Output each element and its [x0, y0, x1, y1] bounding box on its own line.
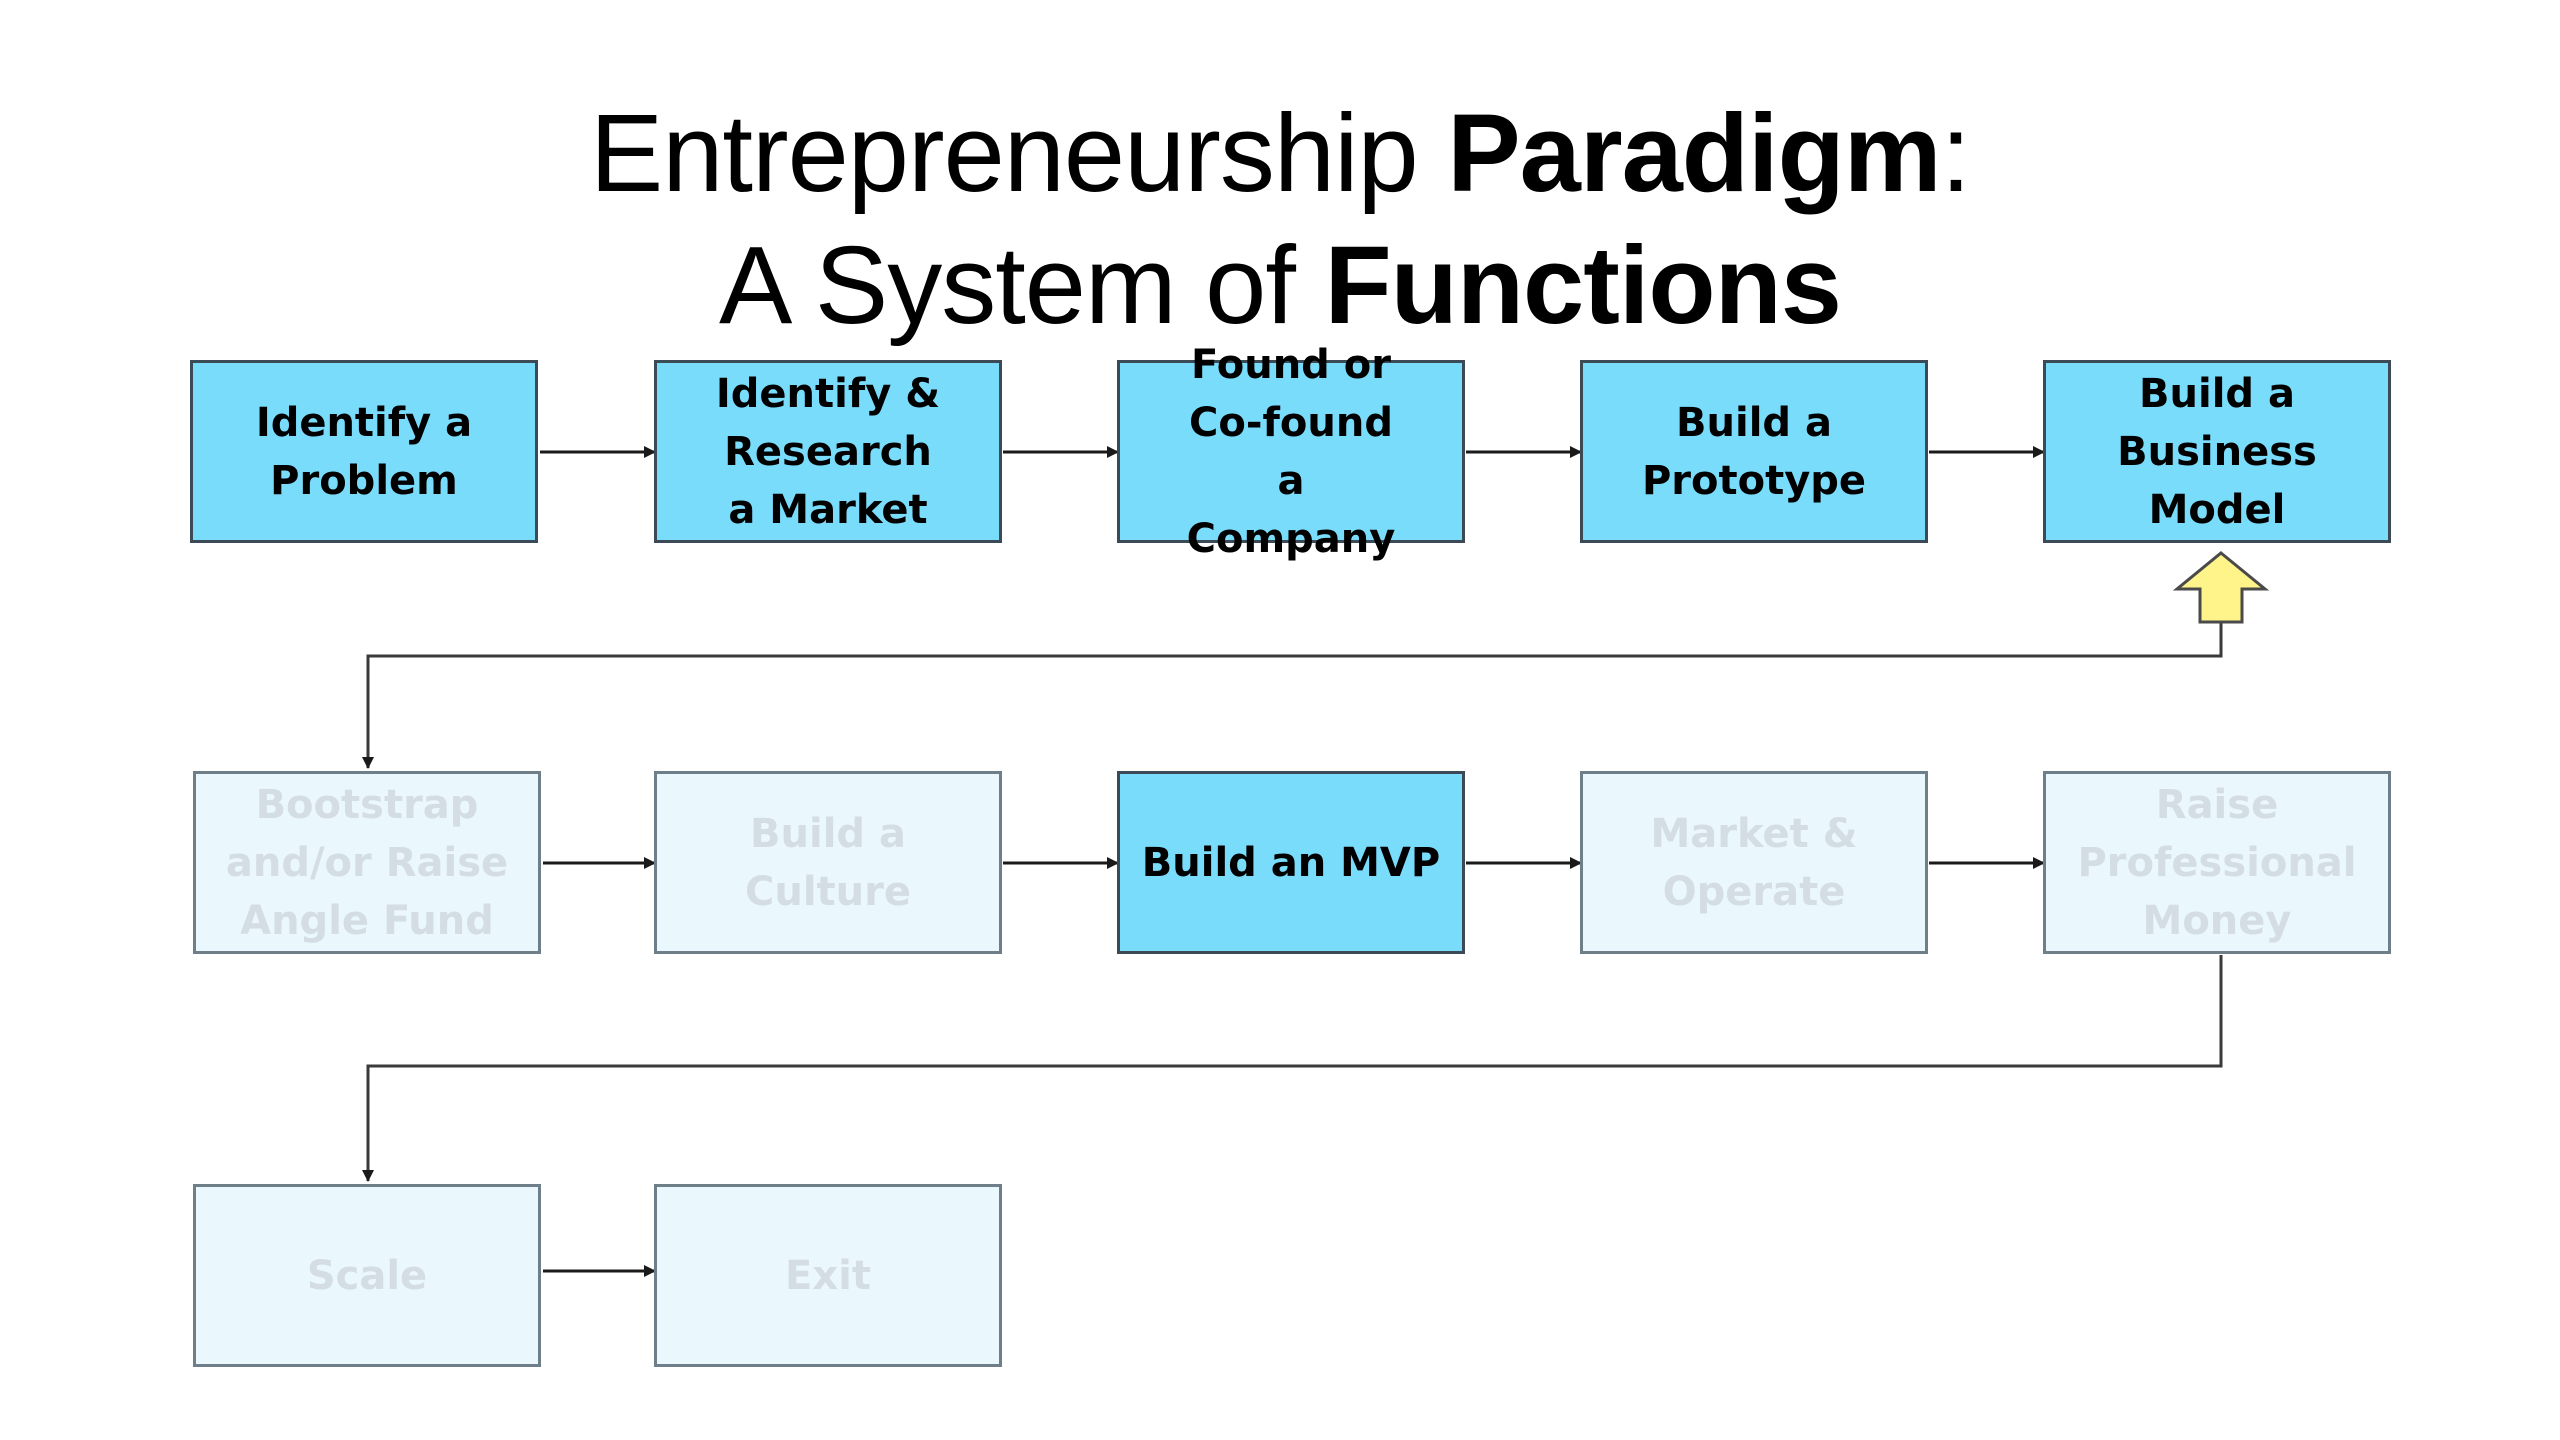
- connector-row-1-to-row-2: [362, 602, 2223, 769]
- step-label: Identify & Research a Market: [715, 370, 941, 533]
- step-label: Build a Prototype: [1641, 399, 1867, 504]
- step-box-exit: Exit: [654, 1184, 1002, 1367]
- step-box-build-mvp: Build an MVP: [1117, 771, 1465, 954]
- step-box-research-market: Identify & Research a Market: [654, 360, 1002, 543]
- title-line-2-bold: Functions: [1324, 224, 1842, 347]
- step-box-scale: Scale: [193, 1184, 541, 1367]
- step-label: Scale: [306, 1252, 428, 1299]
- step-label: Build a Business Model: [2117, 370, 2317, 533]
- title-line-1-normal: Entrepreneurship: [589, 92, 1448, 215]
- step-box-business-model: Build a Business Model: [2043, 360, 2391, 543]
- slide-title: Entrepreneurship Paradigm: A System of F…: [0, 88, 2560, 352]
- step-box-build-prototype: Build a Prototype: [1580, 360, 1928, 543]
- title-line-2-normal: A System of: [719, 224, 1325, 347]
- step-label: Raise Professional Money: [2077, 781, 2357, 944]
- title-line-1-bold: Paradigm: [1447, 92, 1941, 215]
- title-line-1: Entrepreneurship Paradigm:: [0, 88, 2560, 220]
- step-box-build-culture: Build a Culture: [654, 771, 1002, 954]
- up-arrow-icon: [2172, 551, 2270, 624]
- step-label: Exit: [785, 1252, 871, 1299]
- title-line-2: A System of Functions: [0, 220, 2560, 352]
- step-box-bootstrap-fund: Bootstrap and/or Raise Angle Fund: [193, 771, 541, 954]
- title-line-1-end: :: [1940, 92, 1972, 215]
- connector-row-2-to-row-3: [362, 955, 2223, 1182]
- step-label: Build an MVP: [1141, 839, 1441, 886]
- step-label: Found or Co-found a Company: [1186, 341, 1396, 562]
- step-box-raise-money: Raise Professional Money: [2043, 771, 2391, 954]
- step-box-market-operate: Market & Operate: [1580, 771, 1928, 954]
- step-box-found-company: Found or Co-found a Company: [1117, 342, 1465, 562]
- step-label: Identify a Problem: [255, 399, 473, 504]
- step-label: Bootstrap and/or Raise Angle Fund: [225, 781, 509, 944]
- step-label: Build a Culture: [745, 810, 911, 915]
- step-box-identify-problem: Identify a Problem: [190, 360, 538, 543]
- step-label: Market & Operate: [1650, 810, 1858, 915]
